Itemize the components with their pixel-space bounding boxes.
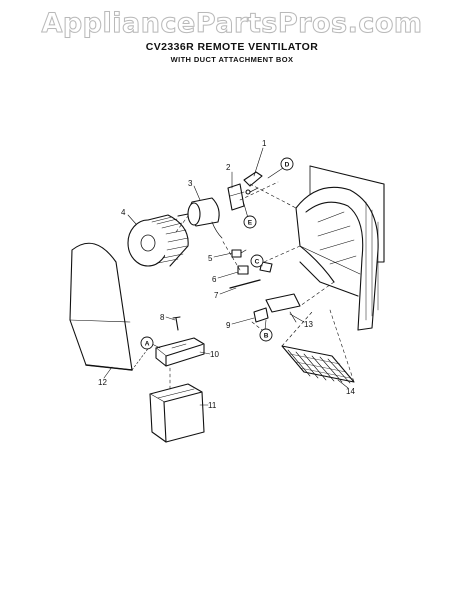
- callout-e: E: [248, 220, 253, 227]
- callout-d: D: [285, 162, 290, 169]
- diagram-title: CV2336R REMOTE VENTILATOR: [145, 41, 319, 53]
- label-part-7: 7: [214, 291, 219, 300]
- label-part-4: 4: [121, 208, 126, 217]
- part-3-motor: [177, 197, 223, 239]
- part-labels: 1 2 3 4 5 6 7 8 9 10 11 12 13 14: [98, 139, 355, 410]
- diagram-subtitle: WITH DUCT ATTACHMENT BOX: [170, 55, 294, 64]
- part-10-bracket: [155, 337, 205, 367]
- part-8-screw: [172, 316, 181, 331]
- callout-c: C: [255, 259, 260, 266]
- part-4-blower-wheel: [127, 214, 189, 267]
- alignment-lines: [131, 181, 355, 393]
- label-part-3: 3: [188, 179, 193, 188]
- label-part-12: 12: [98, 378, 107, 387]
- housing: [295, 165, 385, 331]
- part-14-grille: [281, 345, 355, 384]
- label-part-14: 14: [346, 387, 355, 396]
- part-9-clip: [253, 307, 269, 323]
- part-1-clip: [243, 171, 263, 195]
- label-part-1: 1: [262, 139, 267, 148]
- callout-labels: D E C B A: [145, 162, 290, 348]
- label-part-10: 10: [210, 350, 219, 359]
- label-part-13: 13: [304, 320, 313, 329]
- part-7-harness: [229, 279, 261, 289]
- label-part-9: 9: [226, 321, 231, 330]
- label-part-11: 11: [208, 401, 217, 410]
- part-12-front-panel: [69, 242, 133, 371]
- label-part-2: 2: [226, 163, 231, 172]
- part-11-filter-box: [149, 383, 205, 443]
- label-part-5: 5: [208, 254, 213, 263]
- part-13-plate: [265, 293, 301, 323]
- callout-b: B: [264, 333, 269, 340]
- callout-circles: [140, 157, 294, 350]
- callout-a: A: [145, 341, 150, 348]
- part-6-switch: [237, 261, 273, 275]
- part-5-capacitor: [231, 249, 247, 258]
- label-part-6: 6: [212, 275, 217, 284]
- part-2-bracket: [227, 183, 245, 211]
- watermark: AppliancePartsPros.com: [41, 8, 423, 40]
- label-part-8: 8: [160, 313, 165, 322]
